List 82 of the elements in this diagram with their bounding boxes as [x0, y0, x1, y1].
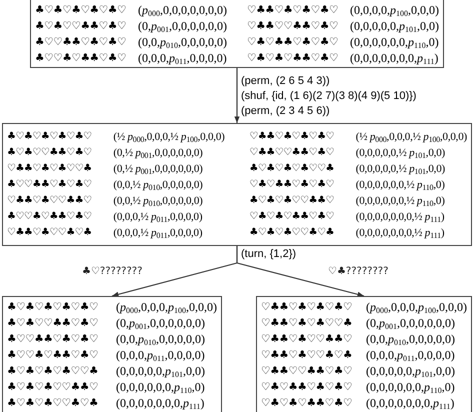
card-sequence: ♡♣♣♡♣♡♣♡♣♡: [249, 130, 334, 144]
edge-label: (perm, (2 6 5 4 3)): [241, 74, 330, 88]
probability-vector: (0,p$_{001}$,0,0,0,0,0,0): [115, 315, 206, 331]
card-sequence: ♡♣♣♡♣♡♡♣♡♣: [7, 226, 92, 240]
card-sequence: ♡♣♡♣♣♡♣♡♣♡: [261, 380, 352, 395]
card-sequence: ♣♡♡♣♡♣♣♡♣♡: [7, 348, 98, 363]
card-sequence: ♡♣♡♣♡♣♣♡♣♡: [261, 396, 352, 411]
probability-vector: (0,½ p$_{001}$,0,0,0,0,0,0): [112, 146, 204, 160]
probability-vector: (0,0,0,0,0,0,0,p$_{111}$): [349, 50, 439, 66]
card-sequence: ♡♣♡♣♡♣♣♡♣♡: [246, 50, 338, 66]
state-table-box: [256, 296, 472, 412]
card-sequence: ♡♣♣♡♡♣♣♡♣♡: [261, 364, 352, 379]
card-sequence: ♣♡♡♣♣♡♣♡♣♡: [7, 178, 92, 192]
card-sequence: ♡♣♣♡♡♣♣♡♣♡: [249, 146, 334, 160]
card-sequence: ♣♡♡♣♡♣♣♡♣♡: [7, 210, 92, 224]
card-sequence: ♡♣♡♣♣♡♣♡♣♡: [246, 34, 338, 50]
card-sequence: ♡♣♣♡♣♡♣♡♣♡: [261, 300, 352, 315]
card-sequence: ♡♣♣♡♡♣♣♡♣♡: [246, 18, 338, 34]
probability-vector: (0,0,0,0,0,0,p$_{110}$,0): [365, 379, 456, 395]
probability-vector: (0,0,0,0,0,0,½ p$_{110}$,0): [354, 194, 446, 208]
card-sequence: ♡♣♣♡♣♡♡♣♣♡: [261, 332, 352, 347]
card-sequence: ♣♡♡♣♣♡♣♡♣♡: [35, 34, 126, 50]
card-sequence: ♣♡♣♡♣♡♣♡♣♡: [7, 300, 98, 315]
card-sequence: ♣♡♣♡♡♣♣♡♣♡: [35, 18, 126, 34]
probability-vector: (0,0,0,½ p$_{011}$,0,0,0,0): [112, 210, 204, 224]
card-sequence: ♡♣♣♡♣♡♣♡♣♡: [246, 2, 338, 18]
probability-vector: (p$_{000}$,0,0,0,p$_{100}$,0,0,0): [115, 299, 217, 315]
probability-vector: (0,0,0,0,0,p$_{101}$,0,0): [365, 363, 456, 379]
state-table-box: [30, 0, 444, 68]
card-sequence: ♣♡♣♡♣♡♣♡♡♣: [7, 364, 98, 379]
card-sequence: ♡♣♣♡♣♡♡♣♡♣: [261, 348, 352, 363]
probability-vector: (½ p$_{000}$,0,0,0,½ p$_{100}$,0,0,0): [112, 130, 226, 144]
card-sequence: ♣♡♣♡♣♡♡♣♣♡: [249, 194, 334, 208]
probability-vector: (0,0,0,0,0,0,0,½ p$_{111}$): [354, 226, 446, 240]
card-sequence: ♣♡♣♡♣♡♣♡♣♡: [35, 2, 126, 18]
state-table-box: [2, 296, 222, 412]
card-sequence: ♣♡♣♡♡♣♣♡♣♡: [7, 316, 98, 331]
probability-vector: (0,0,0,0,0,½ p$_{101}$,0,0): [354, 162, 446, 176]
card-sequence: ♡♣♡♣♣♡♣♡♣♡: [249, 178, 334, 192]
card-sequence: ♣♡♣♡♣♡♡♣♡♣: [249, 226, 334, 240]
probability-vector: (0,0,0,0,0,0,½ p$_{110}$,0): [354, 178, 446, 192]
probability-vector: (0,0,0,0,p$_{100}$,0,0,0): [349, 2, 439, 18]
probability-vector: (0,0,0,0,0,0,p$_{110}$,0): [115, 379, 206, 395]
probability-vector: (0,0,0,p$_{011}$,0,0,0,0): [115, 347, 206, 363]
arrow: [236, 246, 364, 297]
card-sequence: ♡♣♣♡♣♡♣♡♡♣: [261, 316, 352, 331]
probability-vector: (0,0,0,0,0,0,0,½ p$_{111}$): [354, 210, 446, 224]
probability-vector: (p$_{000}$,0,0,0,p$_{100}$,0,0,0): [365, 299, 467, 315]
probability-vector: (0,0,0,p$_{011}$,0,0,0,0): [137, 50, 228, 66]
probability-vector: (0,0,0,½ p$_{011}$,0,0,0,0): [112, 226, 204, 240]
probability-vector: (0,0,0,0,0,p$_{101}$,0,0): [115, 363, 206, 379]
probability-vector: (0,0,0,0,0,0,0,p$_{111}$): [115, 395, 206, 411]
probability-vector: (0,0,0,0,0,0,p$_{110}$,0): [349, 34, 439, 50]
operation-label: (perm, (2 3 4 5 6)): [241, 104, 330, 118]
state-table-box: [2, 123, 472, 246]
probability-vector: (0,0,0,0,0,0,0,p$_{111}$): [365, 395, 456, 411]
card-sequence: ♣♡♡♣♣♡♣♡♣♡: [7, 332, 98, 347]
card-sequence: ♣♡♣♡♣♡♣♡♣♡: [7, 130, 92, 144]
card-sequence: ♡♣♣♡♣♡♡♣♣♡: [7, 194, 92, 208]
card-sequence: ♡♣♡♣♡♣♣♡♣♡: [249, 210, 334, 224]
probability-vector: (0,½ p$_{001}$,0,0,0,0,0,0): [112, 162, 204, 176]
probability-vector: (p$_{000}$,0,0,0,0,0,0,0): [137, 2, 228, 18]
card-sequence: ♣♡♣♡♡♣♣♡♣♡: [7, 146, 92, 160]
probability-vector: (0,0,½ p$_{010}$,0,0,0,0,0): [112, 194, 204, 208]
card-sequence: ♣♡♣♡♣♡♡♣♡♣: [7, 396, 98, 411]
probability-vector: (0,0,½ p$_{010}$,0,0,0,0,0): [112, 178, 204, 192]
probability-vector: (0,0,p$_{010}$,0,0,0,0,0): [137, 34, 228, 50]
operation-label: (turn, {1,2}): [241, 247, 296, 261]
probability-vector: (½ p$_{000}$,0,0,0,½ p$_{100}$,0,0,0): [354, 130, 467, 144]
arrow: [234, 68, 240, 123]
probability-vector: (0,p$_{001}$,0,0,0,0,0,0): [365, 315, 456, 331]
card-sequence: ♣♡♣♡♣♡♡♣♣♡: [7, 380, 98, 395]
card-sequence: ♡♣♣♡♣♡♣♡♡♣: [7, 162, 92, 176]
card-sequence: ♣♡♣♡♣♡♣♡♡♣: [249, 162, 334, 176]
probability-vector: (0,p$_{001}$,0,0,0,0,0,0): [137, 18, 228, 34]
operation-label: (shuf, {id, (1 6)(2 7)(3 8)(4 9)(5 10)}): [241, 89, 416, 103]
probability-vector: (0,0,p$_{010}$,0,0,0,0,0): [115, 331, 206, 347]
probability-vector: (0,0,0,p$_{011}$,0,0,0,0): [365, 347, 456, 363]
probability-vector: (0,0,p$_{010}$,0,0,0,0,0): [365, 331, 456, 347]
probability-vector: (0,0,0,0,0,½ p$_{101}$,0,0): [354, 146, 446, 160]
probability-vector: (0,0,0,0,0,p$_{101}$,0,0): [349, 18, 439, 34]
card-sequence: ♣♡♡♣♡♣♣♡♣♡: [35, 50, 126, 66]
